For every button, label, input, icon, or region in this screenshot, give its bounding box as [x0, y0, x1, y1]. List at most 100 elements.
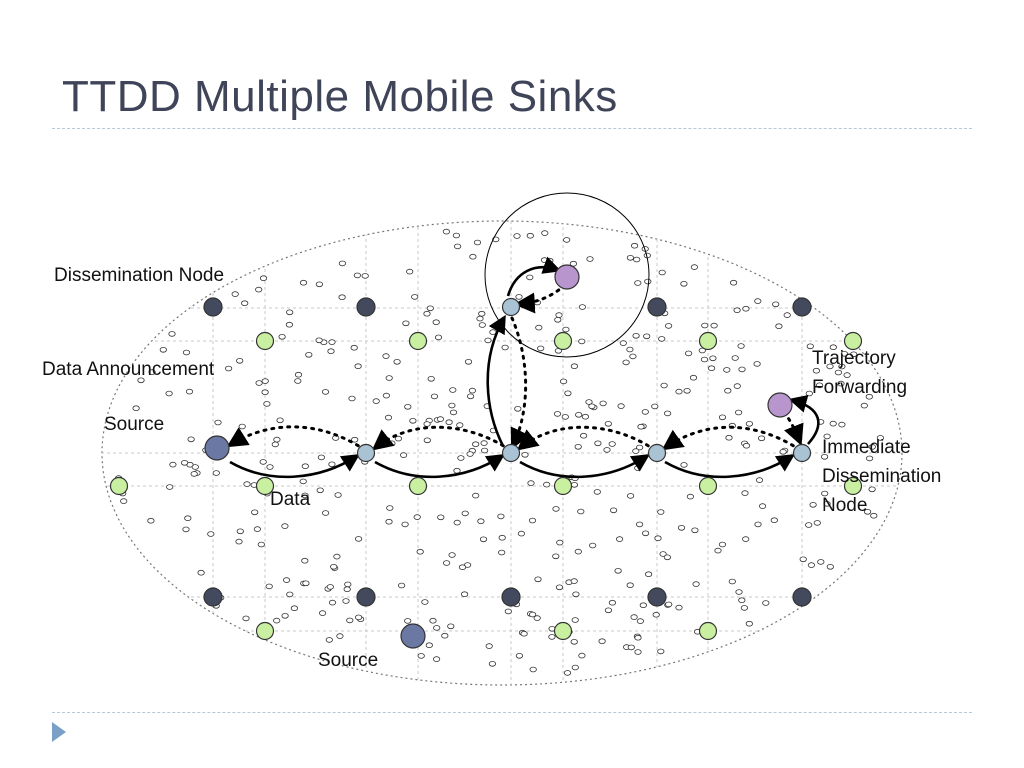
sensor-node [658, 269, 666, 276]
sensor-node [714, 547, 722, 554]
sensor-node [441, 632, 449, 639]
sensor-node [738, 597, 746, 603]
sensor-node [212, 470, 220, 476]
sensor-node [442, 560, 451, 566]
announcement-node [553, 331, 573, 351]
sensor-node [837, 380, 845, 387]
sensor-node [166, 484, 174, 490]
sensor-node [561, 414, 569, 420]
dissemination-node [203, 297, 223, 317]
sensor-node [657, 648, 665, 655]
sensor-node [636, 618, 645, 624]
sensor-node [593, 489, 601, 495]
announcement-node [408, 331, 428, 351]
sensor-node [299, 279, 308, 286]
sensor-node [181, 459, 189, 466]
sensor-node [521, 451, 529, 458]
sensor-node [242, 615, 250, 622]
sensor-node [718, 541, 727, 548]
sensor-node [829, 420, 837, 427]
data-announcement-arrows [226, 283, 804, 452]
sensor-node [449, 387, 457, 393]
sensor-node [214, 419, 222, 426]
sensor-node [838, 363, 846, 370]
sensor-node [578, 304, 587, 310]
sensor-node [476, 315, 484, 322]
sensor-node [259, 459, 267, 465]
sensor-node [432, 319, 440, 326]
sensor-node [472, 492, 480, 499]
sensor-node [478, 322, 486, 328]
sensor-node [686, 493, 695, 500]
sensor-node [321, 510, 330, 516]
sensor-node [860, 402, 868, 409]
sensor-node [132, 405, 140, 412]
sensor-node [683, 387, 691, 394]
sensor-node [543, 481, 551, 488]
sensor-node [843, 372, 851, 378]
sensor-node [236, 528, 244, 535]
sensor-node [758, 503, 767, 509]
sensor-node [684, 350, 693, 357]
triangle-right-icon[interactable] [52, 722, 66, 742]
sensor-node [609, 507, 618, 514]
sensor-node [675, 604, 683, 611]
sensor-node [632, 448, 640, 454]
sensor-node [404, 403, 412, 410]
sensor-node [754, 521, 762, 528]
sensor-node [772, 301, 780, 308]
sensor-node [434, 334, 443, 341]
sensor-node [865, 455, 874, 462]
sensor-node [255, 380, 263, 386]
sensor-node [820, 453, 829, 460]
sensor-node [617, 403, 625, 409]
sensor-node [469, 253, 477, 260]
sensor-node [834, 369, 843, 376]
sensor-node [563, 237, 571, 243]
sensor-node [527, 480, 535, 486]
sensor-node [354, 536, 363, 542]
label-trajectory-forwarding: Trajectory Forwarding [812, 348, 908, 398]
sensor-node [700, 356, 709, 363]
sensor-node [416, 548, 424, 555]
sensor-node [526, 232, 534, 239]
sensor-node [627, 644, 635, 651]
announcement-node [843, 476, 863, 496]
sensor-node [423, 310, 431, 317]
sensor-node [432, 656, 441, 662]
sensor-node [386, 505, 394, 511]
sensor-node [555, 584, 564, 591]
announcement-node [553, 476, 573, 496]
sensor-node [723, 367, 731, 373]
sensor-node [461, 510, 469, 517]
sensor-node [574, 548, 582, 555]
sensor-node [513, 233, 521, 239]
sensor-node [528, 517, 537, 524]
sensor-node [641, 530, 650, 537]
sensor-node [762, 600, 770, 606]
sensor-node [388, 440, 396, 447]
sensor-node [757, 435, 766, 442]
sensor-node [354, 363, 362, 370]
sensor-node [657, 509, 665, 515]
sensor-node [626, 582, 634, 588]
sensor-node [466, 393, 475, 400]
sensor-node [372, 398, 380, 404]
sensor-node [692, 581, 700, 587]
sensor-node [413, 514, 421, 520]
label-data: Data [270, 489, 311, 510]
sensor-node [779, 448, 787, 455]
sensor-node [243, 481, 251, 487]
sensor-node [484, 337, 492, 344]
sensor-node [328, 599, 337, 606]
sensor-node [581, 413, 590, 420]
sensor-node [235, 538, 243, 545]
dissemination-node [501, 587, 521, 607]
sensor-node [453, 467, 461, 474]
announcement-node [255, 331, 275, 351]
sensor-node [644, 278, 652, 285]
data-path-node [501, 443, 521, 463]
sensor-node [168, 331, 176, 337]
sensor-node [354, 614, 363, 621]
sensor-node [353, 272, 361, 279]
